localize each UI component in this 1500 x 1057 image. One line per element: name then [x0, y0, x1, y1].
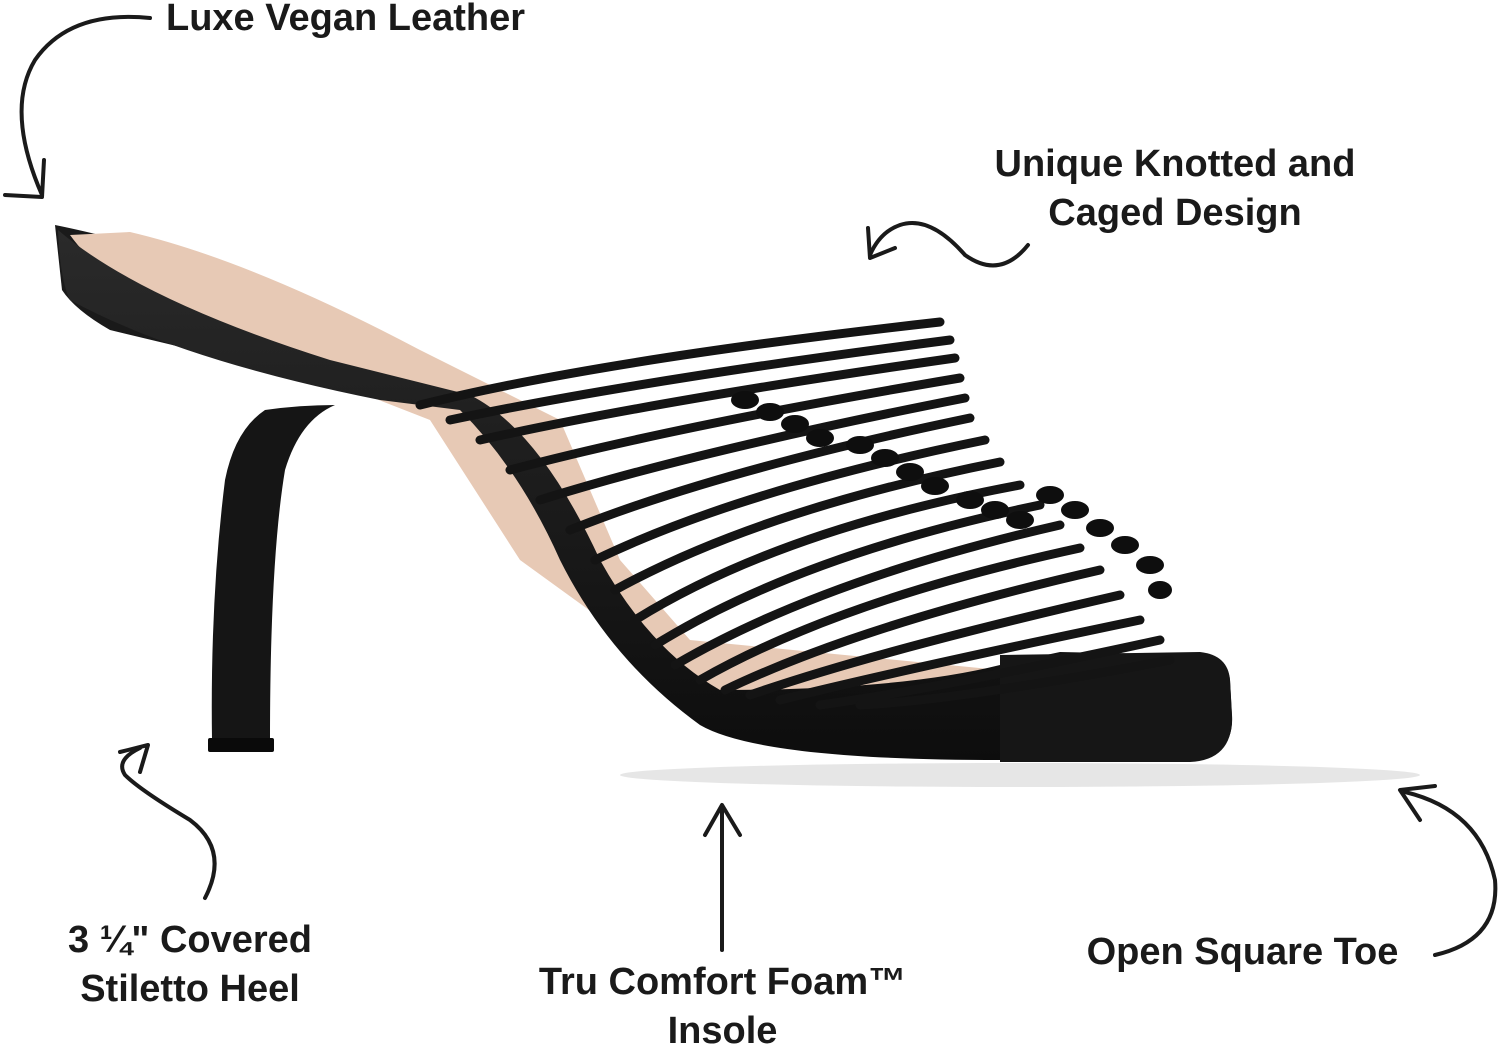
cage-straps [415, 317, 1175, 710]
feature-design-line1: Unique Knotted and [994, 143, 1356, 185]
feature-toe-label: Open Square Toe [1060, 928, 1425, 977]
toe-arrow [1398, 784, 1498, 957]
heel-arrow [118, 743, 217, 900]
sandal [55, 225, 1233, 762]
floor-shadow [620, 763, 1420, 787]
feature-heel-line2: Stiletto Heel [80, 968, 300, 1011]
feature-leather-label: Luxe Vegan Leather [166, 0, 525, 43]
feature-toe-text: Open Square Toe [1086, 931, 1399, 973]
feature-insole-line2: Insole [667, 1010, 778, 1053]
feature-leather-text: Luxe Vegan Leather [166, 0, 526, 39]
heel-tip [208, 738, 274, 752]
feature-design-line2: Caged Design [1048, 192, 1302, 235]
feature-heel-line1: 3 ¼" Covered [67, 919, 312, 961]
design-arrow [866, 221, 1030, 268]
stiletto [211, 405, 335, 740]
feature-insole-line1: Tru Comfort Foam™ [538, 961, 907, 1003]
knots [731, 391, 1172, 599]
insole-arrow [703, 803, 742, 952]
leather-arrow [3, 14, 152, 199]
feature-heel-label: 3 ¼" Covered Stiletto Heel [40, 916, 340, 1015]
feature-insole-label: Tru Comfort Foam™ Insole [505, 958, 940, 1057]
feature-design-label: Unique Knotted and Caged Design [965, 140, 1385, 239]
